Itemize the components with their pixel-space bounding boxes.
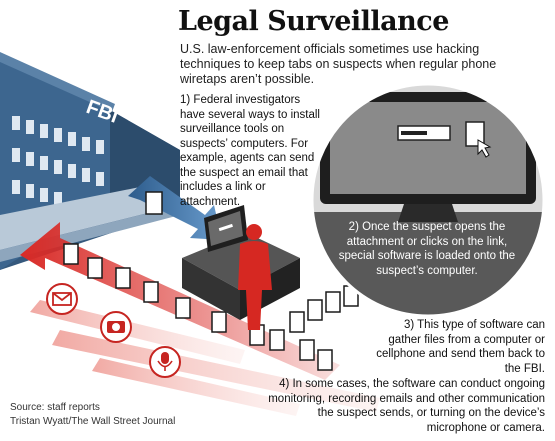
fbi-building [0,52,180,270]
credit-line: Tristan Wyatt/The Wall Street Journal [10,416,176,427]
step-4-text: 4) In some cases, the software can condu… [268,378,545,434]
email-icon [46,283,78,315]
attachment-document-icon [465,121,485,147]
page-subtitle: U.S. law-enforcement officials sometimes… [180,42,497,86]
document-icons [63,191,359,371]
loading-bar [397,125,451,141]
building-windows [12,116,104,206]
step-2-text: 2) Once the suspect opens the attachment… [338,221,516,277]
suspect-figure [238,224,272,330]
cursor-icon [477,139,492,158]
step-1-text: 1) Federal investigators have several wa… [180,94,320,208]
zoom-circle [310,82,546,318]
microphone-icon [149,346,181,378]
source-note: Source: staff reports [10,402,100,413]
step-3-text: 3) This type of software can gather file… [376,319,545,375]
page-title: Legal Surveillance [178,6,449,37]
camera-icon [100,311,132,343]
